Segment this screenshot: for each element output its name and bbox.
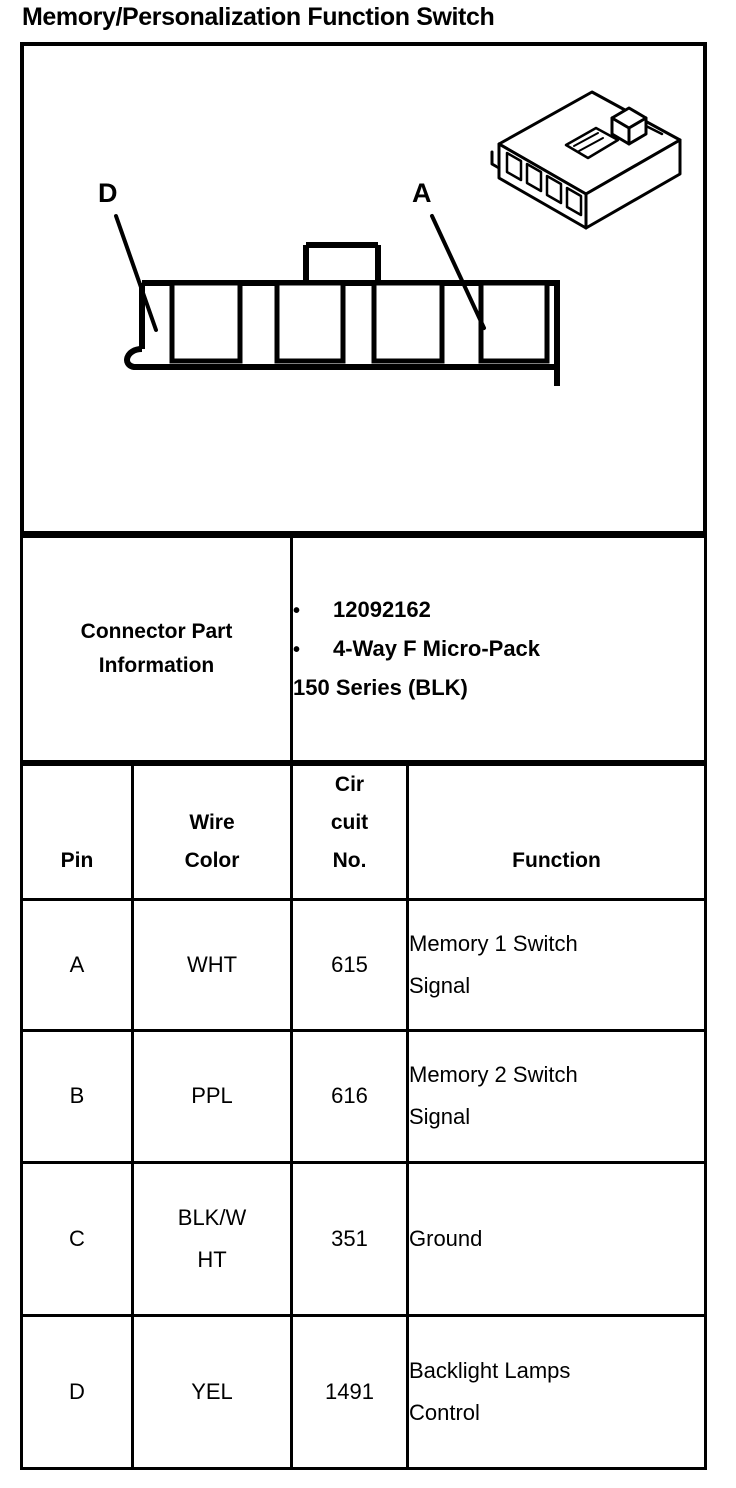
table-row: B PPL 616 Memory 2 Switch Signal: [20, 1029, 707, 1164]
table-row: A WHT 615 Memory 1 Switch Signal: [20, 897, 707, 1033]
connector-face-front-view: [120, 241, 561, 391]
connector-part-information-label: Connector Part Information: [20, 535, 293, 763]
cell-function: Memory 2 Switch Signal: [406, 1029, 707, 1164]
cell-pin: B: [20, 1029, 134, 1164]
list-item: •4-Way F Micro-Pack: [293, 630, 704, 669]
cell-circuit-no: 1491: [290, 1313, 409, 1471]
cell-pin: D: [20, 1313, 134, 1471]
bullet-icon: •: [293, 639, 301, 661]
callout-label-d: D: [98, 178, 118, 208]
list-item: •12092162: [293, 591, 704, 630]
cell-function: Ground: [406, 1160, 707, 1317]
table-header-row: Pin Wire Color Cir cuit No. Function: [20, 763, 707, 901]
column-header-pin: Pin: [20, 763, 134, 901]
column-header-wire-color: Wire Color: [131, 763, 293, 901]
callout-label-a: A: [412, 178, 432, 208]
cell-pin: C: [20, 1160, 134, 1317]
connector-isometric-view: [466, 82, 698, 242]
page-title: Memory/Personalization Function Switch: [22, 3, 495, 31]
connector-part-information-values: •12092162 •4-Way F Micro-Pack 150 Series…: [290, 535, 707, 763]
cell-wire-color: WHT: [131, 897, 293, 1033]
cell-circuit-no: 351: [290, 1160, 409, 1317]
connector-part-information-table: Connector Part Information •12092162 •4-…: [20, 535, 707, 763]
cell-wire-color: YEL: [131, 1313, 293, 1471]
column-header-circuit-no: Cir cuit No.: [290, 763, 409, 901]
cell-function: Memory 1 Switch Signal: [406, 897, 707, 1033]
table-row: C BLK/W HT 351 Ground: [20, 1160, 707, 1317]
table-row: D YEL 1491 Backlight Lamps Control: [20, 1313, 707, 1471]
cell-pin: A: [20, 897, 134, 1033]
cell-function: Backlight Lamps Control: [406, 1313, 707, 1471]
bullet-icon: •: [293, 600, 301, 622]
cell-wire-color: BLK/W HT: [131, 1160, 293, 1317]
connector-part-information-continuation: 150 Series (BLK): [293, 675, 468, 700]
connector-diagram-frame: [20, 42, 707, 535]
cell-circuit-no: 616: [290, 1029, 409, 1164]
cell-circuit-no: 615: [290, 897, 409, 1033]
table-row: Connector Part Information •12092162 •4-…: [20, 535, 707, 763]
cell-wire-color: PPL: [131, 1029, 293, 1164]
column-header-function: Function: [406, 763, 707, 901]
pin-assignment-table: Pin Wire Color Cir cuit No. Function A W…: [20, 763, 707, 1471]
